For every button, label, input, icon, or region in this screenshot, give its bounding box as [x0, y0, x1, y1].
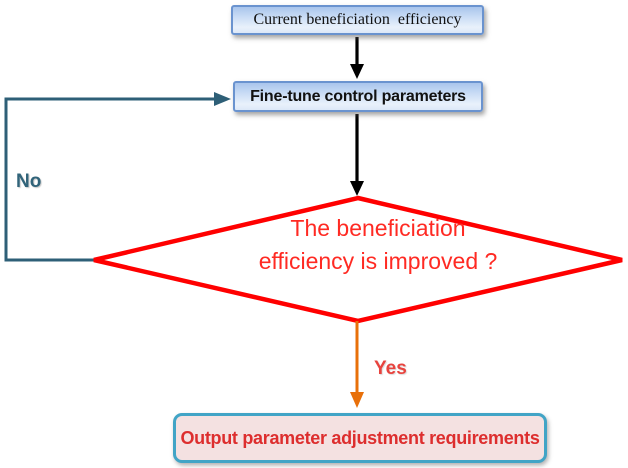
decision-label-line1: The beneficiation: [290, 215, 466, 241]
no-edge-label: No: [16, 171, 42, 192]
node-fine-tune-control-parameters-label: Fine-tune control parameters: [250, 87, 466, 105]
node-output-parameter-adjustment-label: Output parameter adjustment requirements: [180, 427, 540, 448]
no-path-line: [4, 97, 216, 262]
yes-edge-label: Yes: [374, 358, 407, 379]
arrow-process-to-decision-head-icon: [350, 181, 364, 196]
yes-arrow-head-icon: [350, 392, 364, 408]
arrow-start-to-process-head-icon: [350, 64, 364, 79]
decision-diamond-label: The beneficiation efficiency is improved…: [222, 212, 534, 278]
decision-label-line2: efficiency is improved ?: [258, 248, 498, 274]
node-output-parameter-adjustment: Output parameter adjustment requirements: [173, 413, 547, 463]
node-current-beneficiation-efficiency-label: Current beneficiation efficiency: [253, 11, 462, 28]
no-path-arrowhead-icon: [214, 92, 231, 106]
node-current-beneficiation-efficiency: Current beneficiation efficiency: [231, 5, 484, 35]
node-fine-tune-control-parameters: Fine-tune control parameters: [233, 81, 483, 112]
